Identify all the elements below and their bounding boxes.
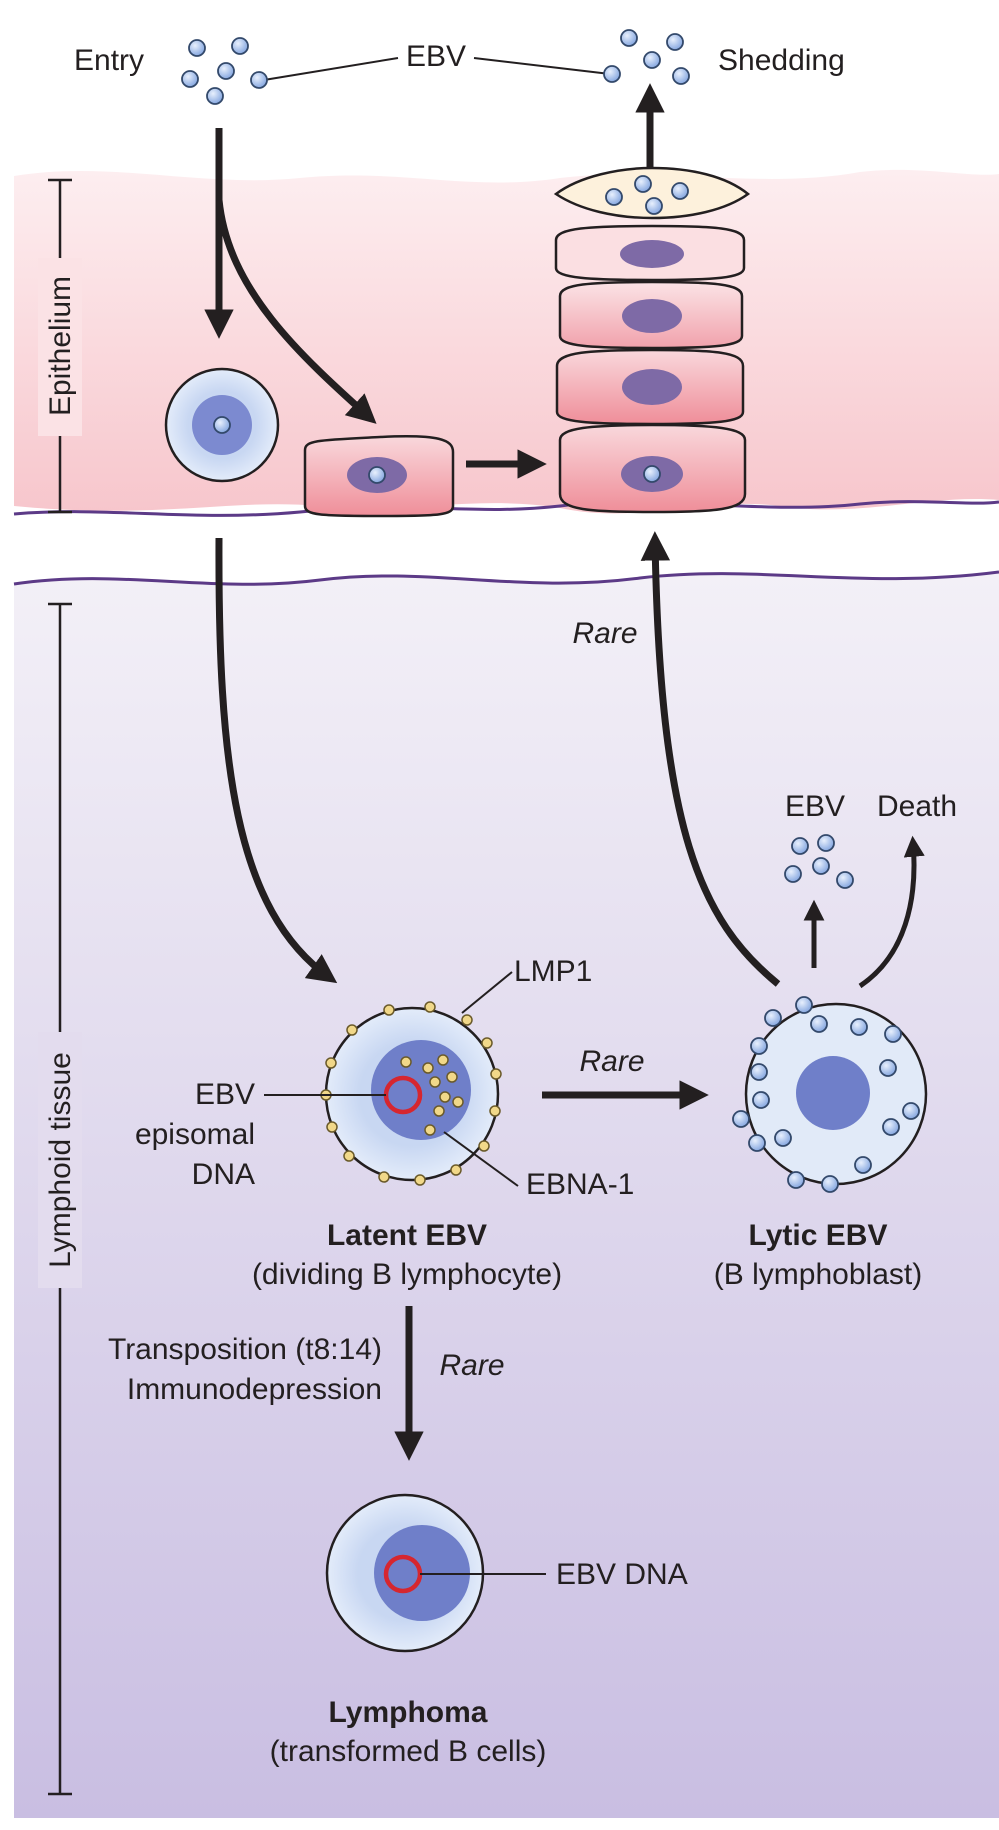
b-cell-epithelium — [164, 367, 280, 483]
ebna1-dots — [400, 1054, 464, 1136]
lmp1-label: LMP1 — [514, 955, 592, 988]
latent-subtitle: (dividing B lymphocyte) — [252, 1258, 562, 1291]
lymphoid-label-bg — [38, 1032, 82, 1288]
epithelium-label: Epithelium — [44, 276, 77, 416]
ebv-dna-label: EBV DNA — [556, 1558, 688, 1591]
ebna1-leader — [443, 1131, 519, 1187]
entry-virions — [181, 37, 268, 105]
lmp1-dots — [320, 1001, 502, 1186]
ebv-episomal-label-2: episomal — [135, 1118, 255, 1151]
latent-title: Latent EBV — [327, 1219, 487, 1252]
entry-arrow-curve — [215, 199, 377, 424]
transposition-label: Transposition (t8:14) — [108, 1333, 382, 1366]
lymphoma-title: Lymphoma — [329, 1696, 488, 1729]
b-cell-to-latent-arrow — [215, 537, 338, 984]
lymphoid-tissue-label: Lymphoid tissue — [44, 1052, 77, 1268]
ebv-top-label: EBV — [406, 40, 466, 73]
lytic-cell-virions — [732, 996, 920, 1193]
rare-mid-label: Rare — [579, 1045, 644, 1078]
ebna1-label: EBNA-1 — [526, 1168, 634, 1201]
ebv-episomal-label-3: DNA — [192, 1158, 255, 1191]
lymphoid-region — [14, 572, 999, 1818]
ebv-episomal-label-1: EBV — [195, 1078, 255, 1111]
keratin-cell-virions — [605, 175, 689, 215]
lmp1-leader — [461, 971, 513, 1014]
ebv-top-leader-left — [263, 57, 399, 81]
lytic-title: Lytic EBV — [749, 1219, 888, 1252]
rare-down-label: Rare — [439, 1349, 504, 1382]
rare-up-label: Rare — [572, 617, 637, 650]
latent-ebv-cell — [324, 1006, 500, 1182]
lymphoma-subtitle: (transformed B cells) — [270, 1735, 547, 1768]
lytic-to-epithelium-arrow — [640, 531, 781, 987]
ebv-lytic-label: EBV — [785, 790, 845, 823]
shedding-virions — [603, 29, 690, 85]
ebv-top-leader-right — [473, 57, 611, 75]
basement-membrane-lower — [13, 570, 999, 586]
entry-label: Entry — [74, 44, 144, 77]
shedding-label: Shedding — [718, 44, 845, 77]
epithelium-label-bg — [38, 258, 82, 436]
immunodepression-label: Immunodepression — [127, 1373, 382, 1406]
death-label: Death — [877, 790, 957, 823]
epithelial-stack-nuclei — [620, 240, 684, 492]
stack-basal-virion — [643, 465, 661, 483]
lytic-subtitle: (B lymphoblast) — [714, 1258, 922, 1291]
basement-membrane-upper — [13, 500, 999, 517]
epithelial-cell-infected — [303, 435, 455, 518]
lytic-virions — [784, 834, 854, 889]
lytic-to-death-arrow — [858, 835, 925, 989]
